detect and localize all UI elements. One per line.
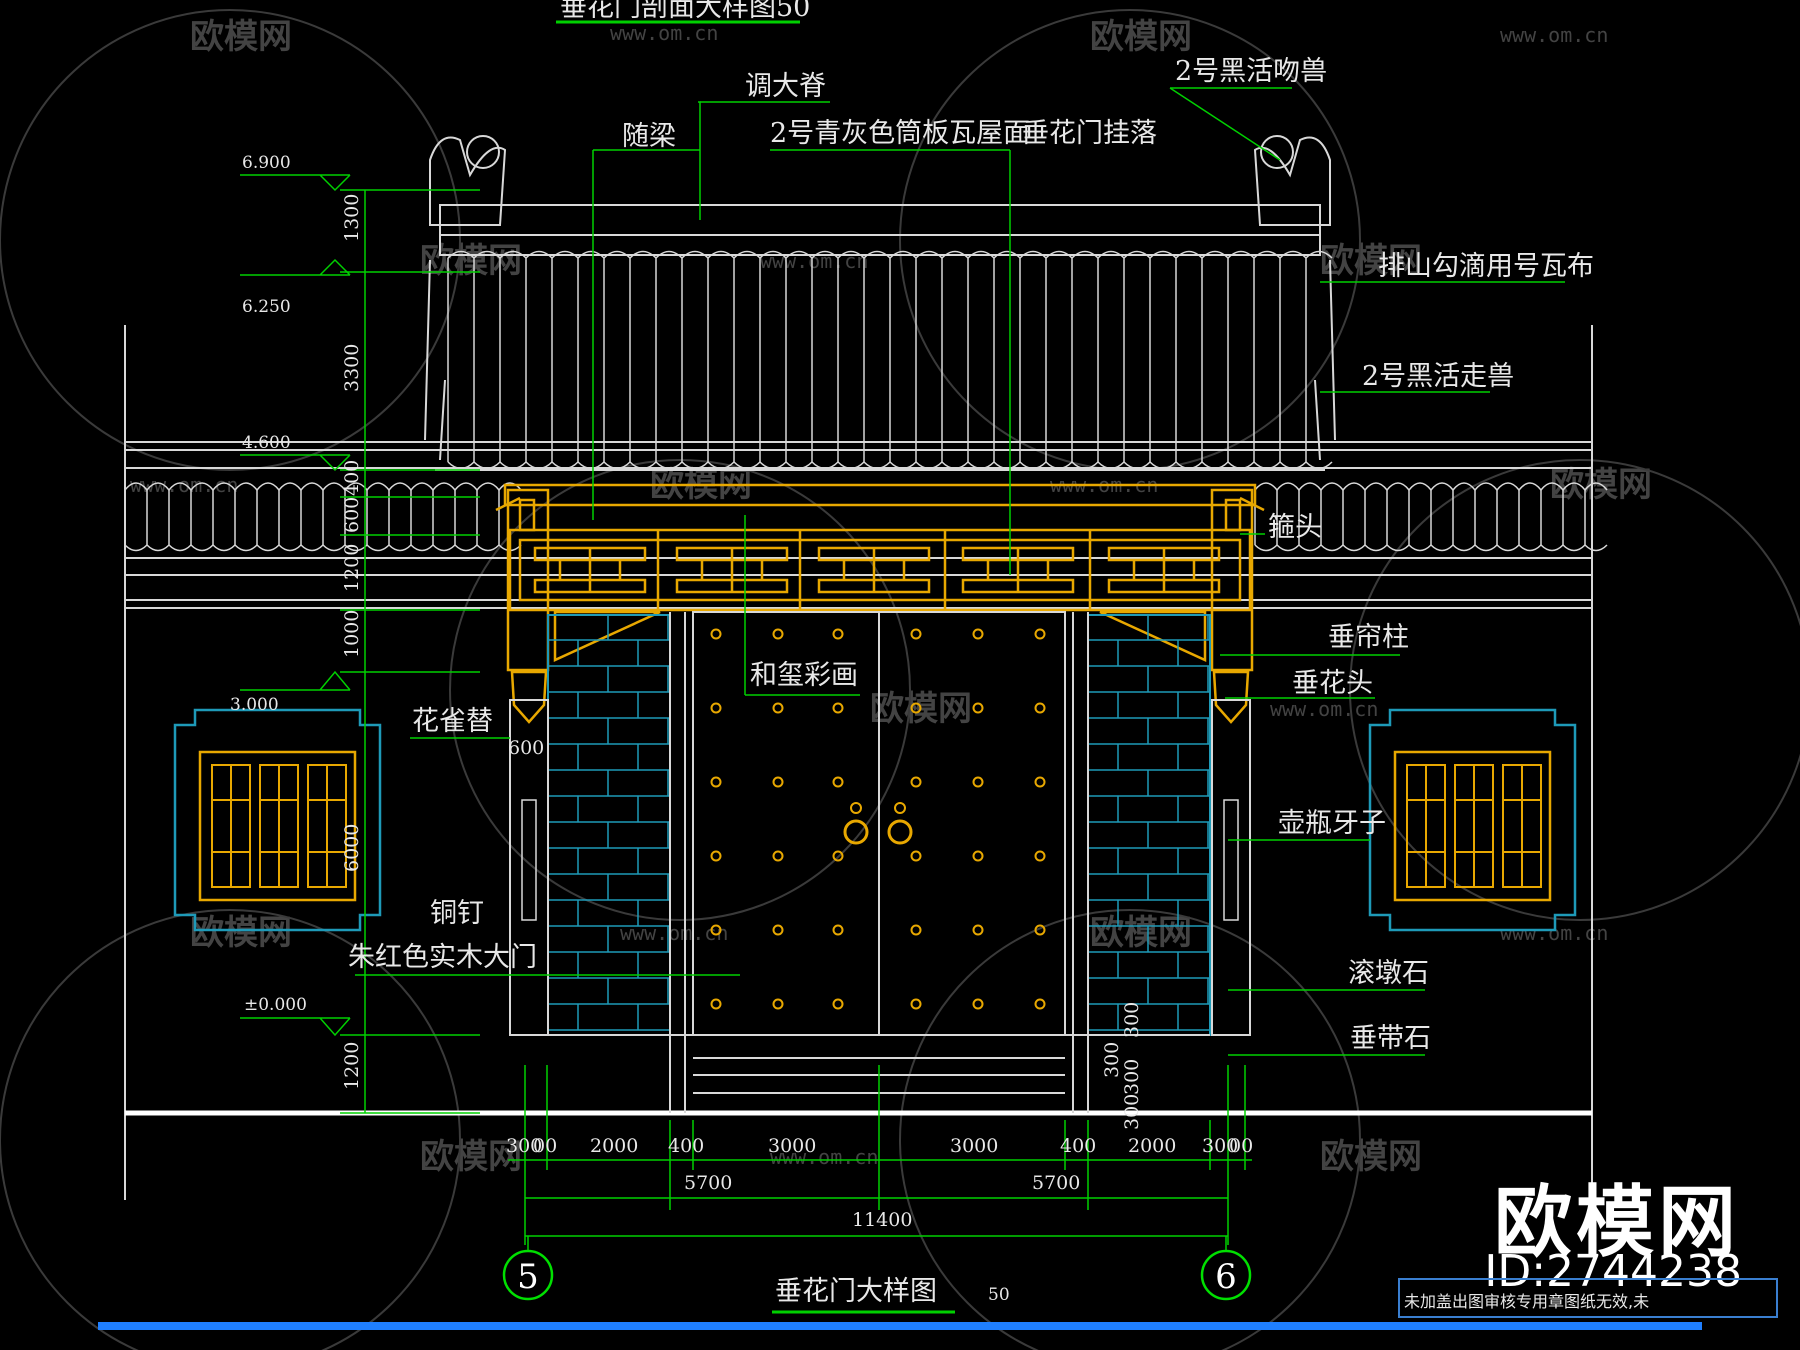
label-chui-lian-zhu: 垂帘柱 — [1328, 622, 1409, 653]
bottom-title: 垂花门大样图 50 — [772, 1276, 1010, 1314]
hdim-2000-l: 2000 — [590, 1135, 638, 1157]
watermark-url: www.om.cn — [770, 1145, 878, 1169]
watermark-brand: 欧模网 — [1090, 913, 1192, 953]
side-window-right — [1368, 708, 1577, 932]
dim-300-d: 300 — [1121, 1094, 1143, 1130]
level-0000: ±0.000 — [244, 995, 307, 1015]
dim-1200: 1200 — [341, 544, 363, 592]
bottom-title-scale: 50 — [988, 1285, 1010, 1305]
level-3000: 3.000 — [230, 695, 279, 715]
dim-1300: 1300 — [341, 194, 363, 242]
watermark-brand: 欧模网 — [420, 1137, 522, 1177]
watermark-url: www.om.cn — [130, 473, 238, 497]
hdim-5700-r: 5700 — [1032, 1172, 1080, 1194]
label-hu-ping-ya-zi: 壶瓶牙子 — [1278, 808, 1386, 839]
top-title-text: 垂花门剖面大样图50 — [560, 0, 810, 23]
label-he-xi-cai-hua: 和玺彩画 — [750, 660, 858, 691]
hdim-3000-l: 3000 — [768, 1135, 816, 1157]
dim-600-queti: 600 — [508, 737, 544, 759]
hdim-300-l: 300 — [506, 1135, 542, 1157]
boundary-wall — [124, 325, 1608, 1200]
top-title: 垂花门剖面大样图50 — [556, 0, 810, 24]
label-da-men: 朱红色实木大门 — [348, 942, 537, 973]
dim-600: 600 — [341, 497, 363, 533]
approval-notice: 未加盖出图审核专用章图纸无效,未 — [1398, 1278, 1778, 1318]
hdim-11400: 11400 — [852, 1209, 912, 1231]
model-id: ID:2744238 — [1484, 1246, 1742, 1297]
watermark-url: www.om.cn — [610, 21, 718, 45]
label-hua-que-ti: 花雀替 — [412, 706, 493, 737]
watermark-brand: 欧模网 — [1320, 241, 1422, 281]
leader-lines — [355, 87, 1565, 1056]
label-roof-tile: 2号青灰色筒板瓦屋面 — [770, 118, 1030, 149]
dim-300-a: 300 — [1121, 1002, 1143, 1038]
level-6250: 6.250 — [242, 297, 291, 317]
vertical-dimension-labels: 1300 3300 400 600 1200 1000 6000 1200 60… — [341, 194, 1143, 1130]
brick-walls — [509, 614, 1251, 1036]
ridge-beast-left — [424, 135, 507, 461]
dim-300-b: 300 — [1101, 1042, 1123, 1078]
horizontal-dimension-labels: 300 00 2000 400 3000 3000 400 2000 300 0… — [506, 1135, 1253, 1231]
label-tiao-da-ji: 调大脊 — [745, 71, 826, 102]
axis-label-5: 5 — [517, 1257, 539, 1297]
label-tong-ding: 铜钉 — [430, 898, 484, 929]
level-marks: 6.900 6.250 4.600 3.000 ±0.000 — [230, 153, 351, 1037]
dim-6000: 6000 — [341, 824, 363, 872]
label-sui-liang: 随梁 — [622, 121, 676, 152]
label-chui-dai-shi: 垂带石 — [1350, 1023, 1431, 1054]
dim-1200-base: 1200 — [341, 1042, 363, 1090]
bottom-accent-bar — [98, 1322, 1702, 1330]
label-gun-dun-shi: 滚墩石 — [1348, 958, 1429, 989]
hdim-5700-l: 5700 — [684, 1172, 732, 1194]
vertical-dimensions — [340, 189, 480, 1114]
watermark-brand: 欧模网 — [1090, 17, 1192, 57]
ridge-beast-right — [1253, 135, 1336, 461]
level-6900: 6.900 — [242, 153, 291, 173]
dim-300-c: 300 — [1121, 1059, 1143, 1095]
hdim-400-r: 400 — [1060, 1135, 1096, 1157]
dim-3300: 3300 — [341, 344, 363, 392]
watermark-url: www.om.cn — [1500, 23, 1608, 47]
side-window-left — [173, 708, 382, 932]
label-gua-luo: 垂花门挂落 — [1022, 118, 1157, 149]
bottom-title-text: 垂花门大样图 — [775, 1276, 937, 1307]
hdim-400-l: 400 — [668, 1135, 704, 1157]
horizontal-dimensions — [508, 1065, 1252, 1245]
label-pao-tou: 箍头 — [1268, 512, 1322, 543]
label-pai-shan: 排山勾滴用号瓦布 — [1378, 251, 1594, 282]
level-4600: 4.600 — [242, 433, 291, 453]
hdim-300-r: 300 — [1202, 1135, 1238, 1157]
dim-1000: 1000 — [341, 610, 363, 658]
hdim-00-l: 00 — [533, 1135, 557, 1157]
hdim-00-r: 00 — [1229, 1135, 1253, 1157]
brand-logo: 欧模网 — [1493, 1178, 1740, 1268]
main-door — [548, 611, 1210, 1113]
label-zou-shou: 2号黑活走兽 — [1362, 361, 1514, 392]
watermark-brand: 欧模网 — [190, 913, 292, 953]
label-chui-hua-tou: 垂花头 — [1292, 668, 1373, 699]
watermark-url: www.om.cn — [1270, 697, 1378, 721]
roof — [424, 135, 1336, 471]
dim-400: 400 — [341, 460, 363, 496]
timber-frame — [495, 483, 1265, 724]
annotation-labels: 调大脊 随梁 2号青灰色筒板瓦屋面 垂花门挂落 2号黑活吻兽 排山勾滴用号瓦布 … — [348, 56, 1594, 1054]
watermark-brand: 欧模网 — [420, 241, 522, 281]
watermark-brand: 欧模网 — [1320, 1137, 1422, 1177]
watermark-layer: 欧模网 www.om.cn 欧模网 www.om.cn 欧模网 www.om.c… — [0, 9, 1800, 1350]
label-wen-shou: 2号黑活吻兽 — [1175, 56, 1327, 87]
hdim-3000-r: 3000 — [950, 1135, 998, 1157]
watermark-brand: 欧模网 — [190, 17, 292, 57]
axis-markers: 5 6 — [502, 1236, 1252, 1301]
axis-label-6: 6 — [1215, 1257, 1237, 1297]
hdim-2000-r: 2000 — [1128, 1135, 1176, 1157]
